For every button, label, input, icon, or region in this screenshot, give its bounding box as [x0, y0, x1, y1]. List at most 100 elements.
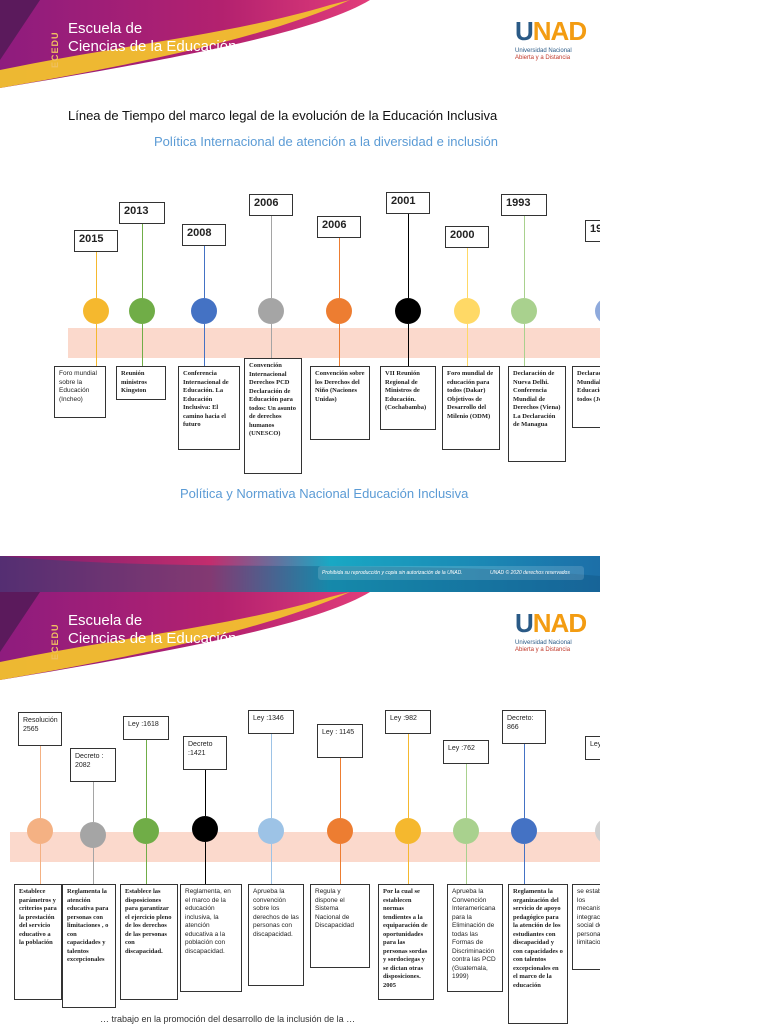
unad-logo-2: UNAD Universidad Nacional Abierta y a Di… — [515, 606, 587, 658]
unad-logo-text: UNAD — [515, 16, 587, 46]
header-banner-2: ECEDU Escuela de Ciencias de la Educació… — [0, 592, 600, 680]
intl-event-description: Declaración de Nueva Delhi. Conferencia … — [508, 366, 566, 462]
natl-event-connector-lower — [408, 844, 409, 884]
natl-event-label: Decreto :1421 — [183, 736, 227, 770]
intl-event-description: Declaración Mundial de Educación para to… — [572, 366, 600, 428]
ecedu-tag: ECEDU — [50, 31, 60, 68]
intl-event-connector-lower — [467, 324, 468, 366]
footer-graphic — [0, 556, 600, 592]
intl-event-description: Foro mundial sobre la Educación (Incheo) — [54, 366, 106, 418]
natl-event-description: Establece las disposiciones para garanti… — [120, 884, 178, 1000]
intl-event-connector-lower — [339, 324, 340, 366]
natl-event-label: Ley :1618 — [123, 716, 169, 740]
intl-event-marker — [129, 298, 155, 324]
natl-event-connector — [340, 756, 341, 818]
school-name-line1: Escuela de — [68, 20, 143, 37]
document-page-1: ECEDU Escuela de Ciencias de la Educació… — [0, 0, 600, 552]
natl-event-label: Ley : 1145 — [317, 724, 363, 758]
intl-event-description: Convención Internacional Derechos PCD De… — [244, 358, 302, 474]
intl-event-label: 2000 — [445, 226, 489, 248]
intl-event-connector — [408, 214, 409, 298]
intl-event-connector — [524, 216, 525, 298]
intl-event-label: 1993 — [501, 194, 547, 216]
natl-event-label: Ley :762 — [443, 740, 489, 764]
intl-event-connector-lower — [408, 324, 409, 366]
intl-event-connector-lower — [96, 324, 97, 366]
natl-event-description: Reglamenta, en el marco de la educación … — [180, 884, 242, 992]
school-name-line2: Ciencias de la Educación — [68, 38, 237, 55]
unad-logo-2-text: UNAD — [515, 608, 587, 638]
intl-event-marker — [395, 298, 421, 324]
intl-event-connector-lower — [204, 324, 205, 366]
intl-event-connector — [339, 238, 340, 298]
natl-event-marker — [80, 822, 106, 848]
natl-event-marker — [327, 818, 353, 844]
intl-event-connector — [204, 246, 205, 298]
natl-event-marker — [595, 818, 600, 844]
ecedu-tag-2: ECEDU — [50, 623, 60, 660]
banner-graphic-2 — [0, 592, 370, 680]
natl-event-marker — [453, 818, 479, 844]
intl-event-connector — [96, 252, 97, 298]
natl-event-label: Resolución 2565 — [18, 712, 62, 746]
intl-event-description: Reunión ministros Kingston — [116, 366, 166, 400]
natl-event-connector-lower — [271, 844, 272, 884]
natl-event-connector — [205, 768, 206, 816]
natl-event-marker — [133, 818, 159, 844]
footer-rights: UNAD © 2020 derechos reservados — [490, 570, 570, 576]
natl-event-label: Ley :982 — [385, 710, 431, 734]
natl-event-connector-lower — [93, 848, 94, 884]
intl-event-marker — [454, 298, 480, 324]
natl-event-description: Reglamenta la atención educativa para pe… — [62, 884, 116, 1008]
school-name-2-line1: Escuela de — [68, 612, 143, 629]
timeline-arrow-national — [10, 832, 600, 862]
intl-event-connector — [142, 224, 143, 298]
unad-logo-2-subtitle2: Abierta y a Distancia — [515, 647, 571, 653]
intl-event-label: 2008 — [182, 224, 226, 246]
intl-event-connector-lower — [142, 324, 143, 366]
natl-event-description: Aprueba la convención sobre los derechos… — [248, 884, 304, 986]
natl-event-connector-lower — [40, 844, 41, 884]
natl-event-description: Por la cual se establecen normas tendien… — [378, 884, 434, 1000]
natl-event-label: Ley 361 — [585, 736, 600, 760]
natl-event-description: Regula y dispone el Sistema Nacional de … — [310, 884, 370, 968]
natl-event-connector-lower — [466, 844, 467, 884]
intl-event-description: VII Reunión Regional de Ministros de Edu… — [380, 366, 436, 430]
natl-event-description: Reglamenta la organización del servicio … — [508, 884, 568, 1024]
intl-event-label: 2015 — [74, 230, 118, 252]
document-page-2: ECEDU Escuela de Ciencias de la Educació… — [0, 592, 600, 1024]
natl-event-connector — [271, 732, 272, 818]
section-title-international: Política Internacional de atención a la … — [154, 134, 498, 149]
intl-event-label: 2006 — [317, 216, 361, 238]
intl-event-connector — [467, 248, 468, 298]
intl-event-label: 2001 — [386, 192, 430, 214]
page-footer — [0, 552, 600, 592]
natl-event-label: Decreto : 2082 — [70, 748, 116, 782]
intl-event-marker — [83, 298, 109, 324]
unad-logo-subtitle1: Universidad Nacional — [515, 48, 572, 54]
natl-event-marker — [395, 818, 421, 844]
truncated-bottom-text: … trabajo en la promoción del desarrollo… — [100, 1014, 356, 1024]
intl-event-description: Convención sobre los Derechos del Niño (… — [310, 366, 370, 440]
intl-event-connector — [271, 216, 272, 298]
natl-event-description: se establecen los mecanismos de integrac… — [572, 884, 600, 970]
natl-event-connector — [146, 738, 147, 818]
natl-event-marker — [258, 818, 284, 844]
section-title-national: Política y Normativa Nacional Educación … — [180, 486, 469, 501]
natl-event-connector-lower — [205, 842, 206, 884]
school-name-2: Escuela de Ciencias de la Educación — [68, 612, 236, 648]
natl-event-connector — [524, 742, 525, 818]
school-name: Escuela de Ciencias de la Educación — [68, 20, 236, 56]
footer-copyright-notice: Prohibida su reproducción y copia sin au… — [322, 570, 463, 576]
intl-event-marker — [511, 298, 537, 324]
unad-logo-2-subtitle1: Universidad Nacional — [515, 640, 572, 646]
intl-event-description: Foro mundial de educación para todos (Da… — [442, 366, 500, 450]
school-name-2-line2: Ciencias de la Educación — [68, 630, 237, 647]
unad-logo-subtitle2: Abierta y a Distancia — [515, 55, 571, 61]
natl-event-connector-lower — [146, 844, 147, 884]
intl-event-marker — [326, 298, 352, 324]
intl-event-connector-lower — [271, 324, 272, 358]
natl-event-label: Decreto: 866 — [502, 710, 546, 744]
natl-event-marker — [511, 818, 537, 844]
intl-event-marker — [191, 298, 217, 324]
